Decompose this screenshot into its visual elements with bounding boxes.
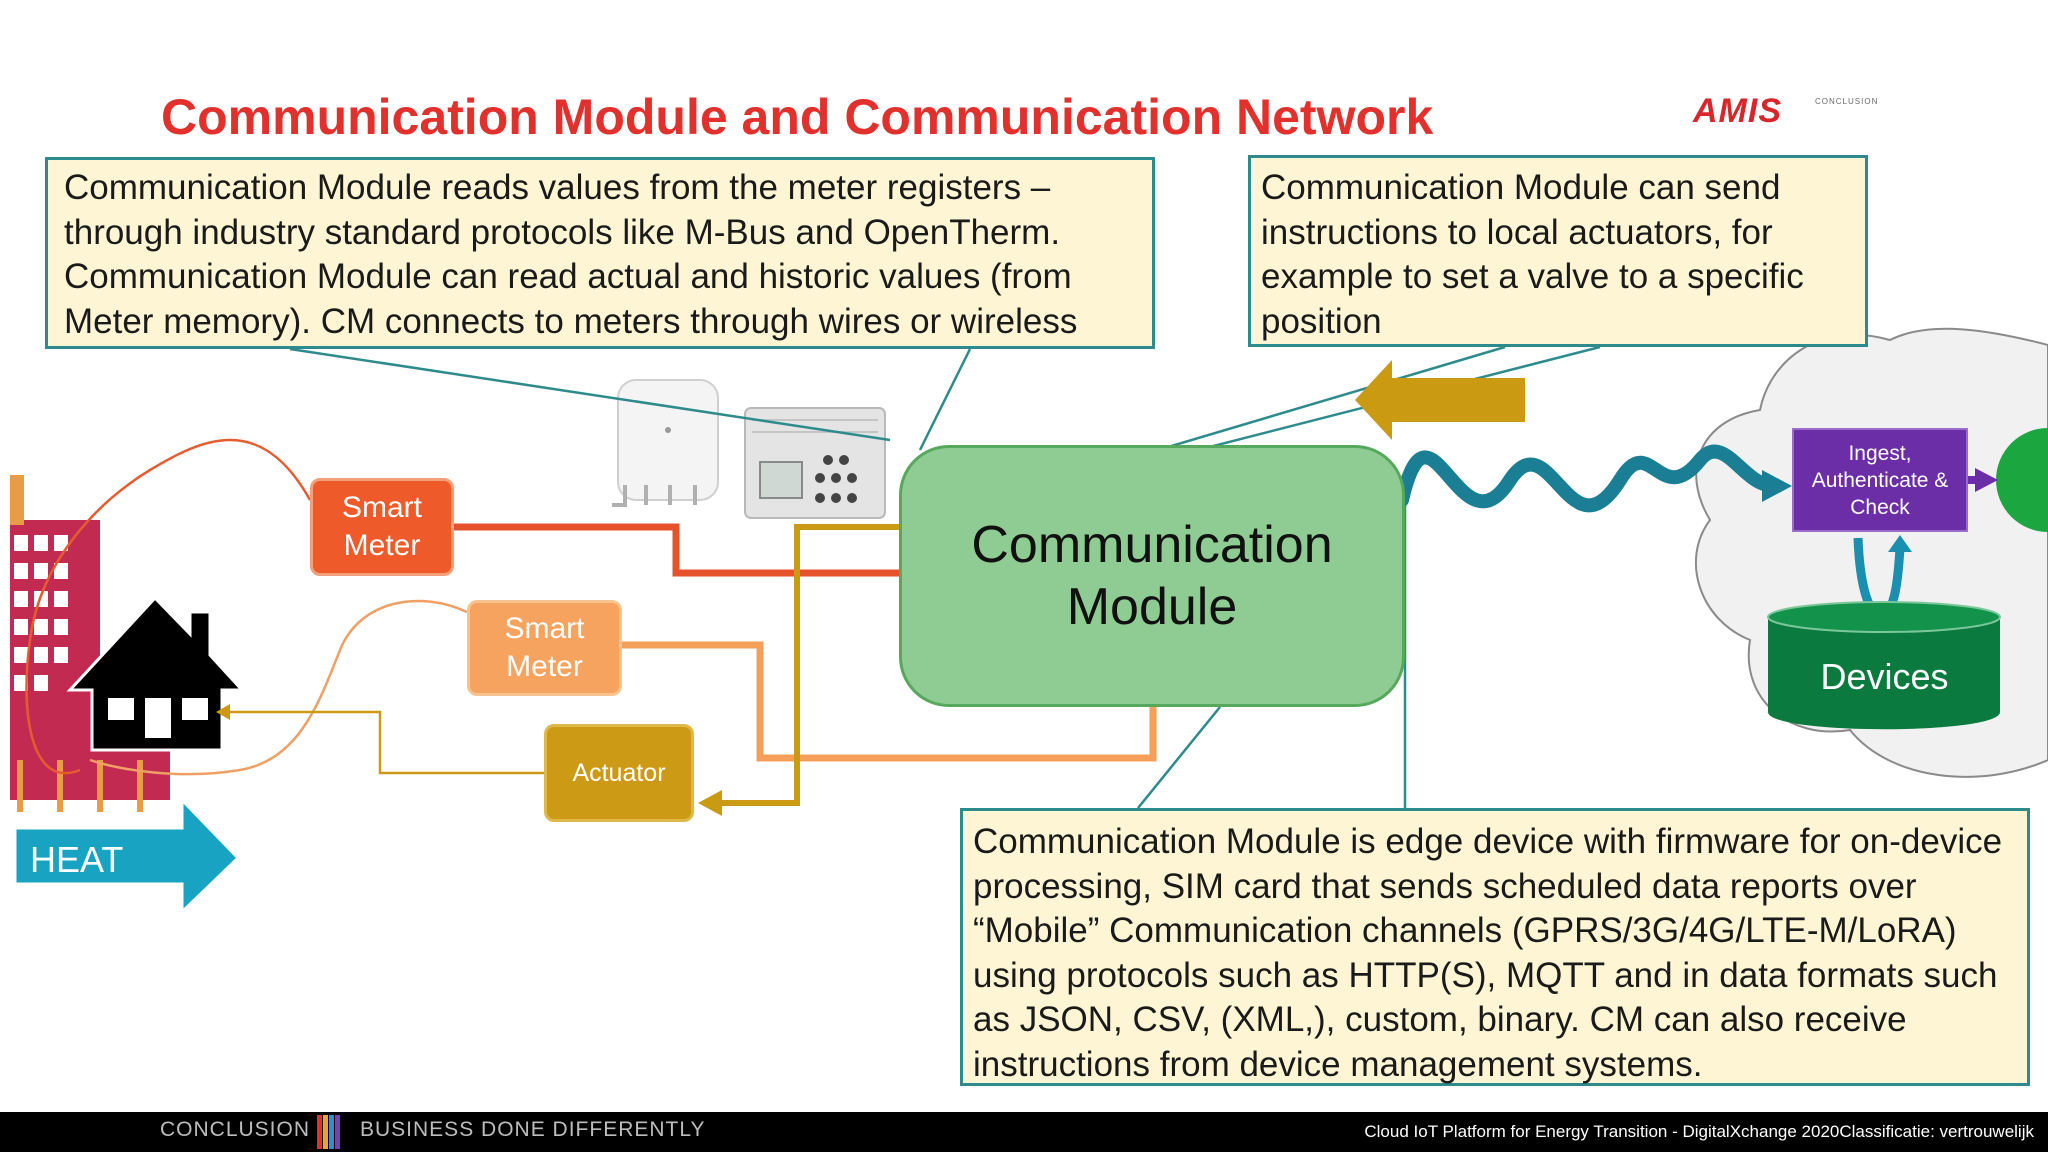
communication-module-node: Communication Module: [899, 445, 1405, 707]
smart-meter-node: Smart Meter: [310, 478, 454, 576]
logo-subtext: CONCLUSION: [1815, 97, 1879, 106]
footer-stripe: [323, 1115, 328, 1149]
connector-meter2: [622, 641, 1157, 762]
pointer-top-left: [289, 347, 972, 451]
wire-red: [25, 438, 312, 775]
connector-actuator: [720, 524, 899, 806]
callout-actuator-instructions: Communication Module can send instructio…: [1248, 155, 1868, 347]
ingest-node: Ingest, Authenticate & Check: [1792, 428, 1968, 532]
footer-classification: Classificatie: vertrouwelijk: [1839, 1122, 2034, 1141]
callout-edge-device: Communication Module is edge device with…: [960, 808, 2030, 1086]
callout-meter-reading: Communication Module reads values from t…: [45, 157, 1155, 349]
amis-logo: AMIS: [1693, 92, 1782, 130]
actuator-node: Actuator: [544, 724, 694, 822]
slide-title: Communication Module and Communication N…: [161, 89, 1434, 145]
footer-tagline: BUSINESS DONE DIFFERENTLY: [360, 1118, 706, 1141]
platform-circle: [1996, 428, 2048, 532]
din-meter-image: [744, 407, 886, 519]
connector-actuator-house: [228, 710, 544, 775]
smart-meter-node-2: Smart Meter: [467, 600, 622, 696]
house-icon: [66, 595, 246, 752]
wireless-device-image: [612, 379, 719, 507]
footer-stripe: [329, 1115, 334, 1149]
footer-stripe: [317, 1115, 322, 1149]
heat-label: HEAT: [30, 839, 124, 880]
heat-arrow: [13, 796, 241, 916]
footer-bar: [0, 1112, 2048, 1152]
devices-label: Devices: [1820, 656, 1949, 697]
wire-orange: [89, 599, 468, 776]
devices-database-icon: [1767, 601, 2001, 730]
actuator-arrowhead: [698, 790, 722, 816]
footer-stripe: [335, 1115, 340, 1149]
connector-meter1: [454, 523, 899, 577]
ingest-out-arrow: [1975, 468, 1998, 492]
wireless-signal: [1395, 444, 1782, 513]
footer-brand: CONCLUSION: [160, 1118, 311, 1141]
signal-arrowhead: [1762, 470, 1792, 502]
pointer-bottom: [1137, 485, 1407, 809]
house-arrowhead: [216, 704, 230, 720]
footer-presentation-title: Cloud IoT Platform for Energy Transition…: [1364, 1122, 1840, 1141]
instruction-arrow: [1355, 360, 1525, 440]
footer-meta: Cloud IoT Platform for Energy Transition…: [1364, 1122, 2034, 1142]
